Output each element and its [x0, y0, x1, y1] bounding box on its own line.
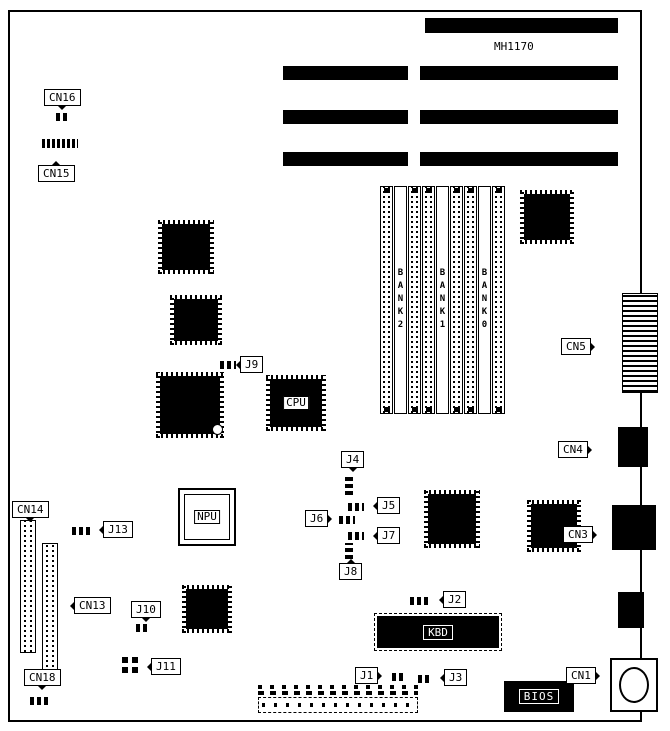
isa-slot	[420, 110, 618, 124]
simm-slot	[380, 186, 393, 414]
callout-j3: J3	[439, 669, 468, 686]
callout-cn18: CN18	[24, 669, 61, 690]
chip	[170, 295, 222, 345]
callout-cn15: CN15	[38, 161, 75, 182]
isa-slot	[283, 110, 408, 124]
npu-socket: NPU	[178, 488, 236, 546]
callout-j9: J9	[235, 356, 264, 373]
simm-slot	[492, 186, 505, 414]
callout-cn16: CN16	[44, 89, 81, 110]
cn3-port	[612, 505, 656, 550]
callout-j13: J13	[99, 521, 133, 538]
callout-cn1: CN1	[566, 667, 600, 684]
callout-j8: J8	[339, 559, 363, 580]
cpu-chip: CPU	[266, 375, 326, 431]
simm-slot	[464, 186, 477, 414]
connector-cn18	[30, 697, 50, 705]
jumper-j6	[339, 516, 355, 524]
chip	[424, 490, 480, 548]
header-pins	[258, 685, 418, 695]
connector-cn15	[42, 139, 78, 148]
jumper-j5	[348, 503, 364, 511]
callout-j4: J4	[341, 451, 365, 472]
callout-j10: J10	[131, 601, 161, 622]
cn5-port	[622, 293, 658, 393]
header-socket	[258, 697, 418, 713]
callout-j1: J1	[355, 667, 383, 684]
bank-label-0: BANK0	[478, 186, 491, 414]
chip	[520, 190, 574, 244]
jumper-j13	[72, 527, 92, 535]
callout-cn14: CN14	[12, 501, 49, 522]
isa-slot	[425, 18, 618, 33]
jumper-j9	[220, 361, 236, 369]
jumper-cn16	[56, 113, 68, 121]
cn4-port	[618, 427, 648, 467]
isa-slot	[283, 66, 408, 80]
cn14-connector	[20, 520, 36, 653]
simm-slot	[422, 186, 435, 414]
bios-chip: BIOS	[504, 681, 574, 712]
callout-j2: J2	[438, 591, 467, 608]
npu-label: NPU	[194, 510, 220, 524]
callout-cn4: CN4	[558, 441, 592, 458]
callout-j7: J7	[372, 527, 401, 544]
board-title: MH1170	[494, 40, 534, 53]
chip	[158, 220, 214, 274]
jumper-j4	[345, 477, 353, 495]
callout-cn13: CN13	[70, 597, 111, 614]
bank-label-2: BANK2	[394, 186, 407, 414]
callout-j5: J5	[372, 497, 401, 514]
chip	[182, 585, 232, 633]
callout-j6: J6	[305, 510, 333, 527]
kbd-chip-body: KBD	[377, 616, 499, 648]
callout-j11: J11	[147, 658, 181, 675]
qfp-chip	[156, 372, 224, 438]
isa-slot	[420, 66, 618, 80]
simm-slot	[450, 186, 463, 414]
jumper-j8	[345, 543, 353, 559]
jumper-j1	[392, 673, 406, 681]
isa-slot	[420, 152, 618, 166]
board-outline	[8, 10, 642, 722]
cn13-connector	[42, 543, 58, 683]
jumper-j2	[410, 597, 428, 605]
cn1-port	[610, 658, 658, 712]
mounting-hole	[212, 424, 223, 435]
cpu-label: CPU	[283, 396, 309, 410]
jumper-j11	[122, 657, 139, 674]
callout-cn3: CN3	[563, 526, 597, 543]
bios-label: BIOS	[518, 689, 560, 704]
isa-slot	[283, 152, 408, 166]
jumper-j7	[348, 532, 364, 540]
kbd-controller: KBD	[374, 613, 502, 651]
jumper-j3	[418, 675, 432, 683]
simm-slot	[408, 186, 421, 414]
kbd-label: KBD	[423, 624, 453, 640]
callout-cn5: CN5	[561, 338, 595, 355]
jumper-j10	[136, 624, 148, 632]
unlabeled-port	[618, 592, 644, 628]
bank-label-1: BANK1	[436, 186, 449, 414]
